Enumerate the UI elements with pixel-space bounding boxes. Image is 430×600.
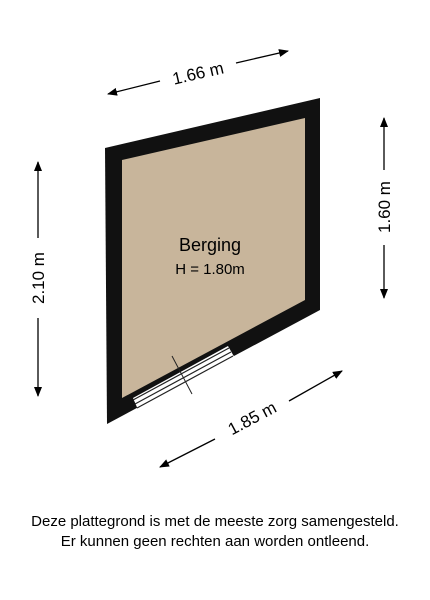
room-name: Berging [179,235,241,255]
room-height: H = 1.80m [175,261,245,278]
dimension-top: 1.66 m [107,49,289,96]
door [132,346,236,412]
dimension-top-label: 1.66 m [171,58,226,88]
dimension-left-label: 2.10 m [29,252,48,304]
disclaimer-line-1: Deze plattegrond is met de meeste zorg s… [31,513,399,530]
dimension-bottom-label: 1.85 m [225,398,280,439]
dimension-right: 1.60 m [375,117,394,299]
dimension-left: 2.10 m [29,161,48,397]
dimension-right-label: 1.60 m [375,181,394,233]
room-floor [122,118,305,398]
disclaimer-line-2: Er kunnen geen rechten aan worden ontlee… [60,533,370,550]
